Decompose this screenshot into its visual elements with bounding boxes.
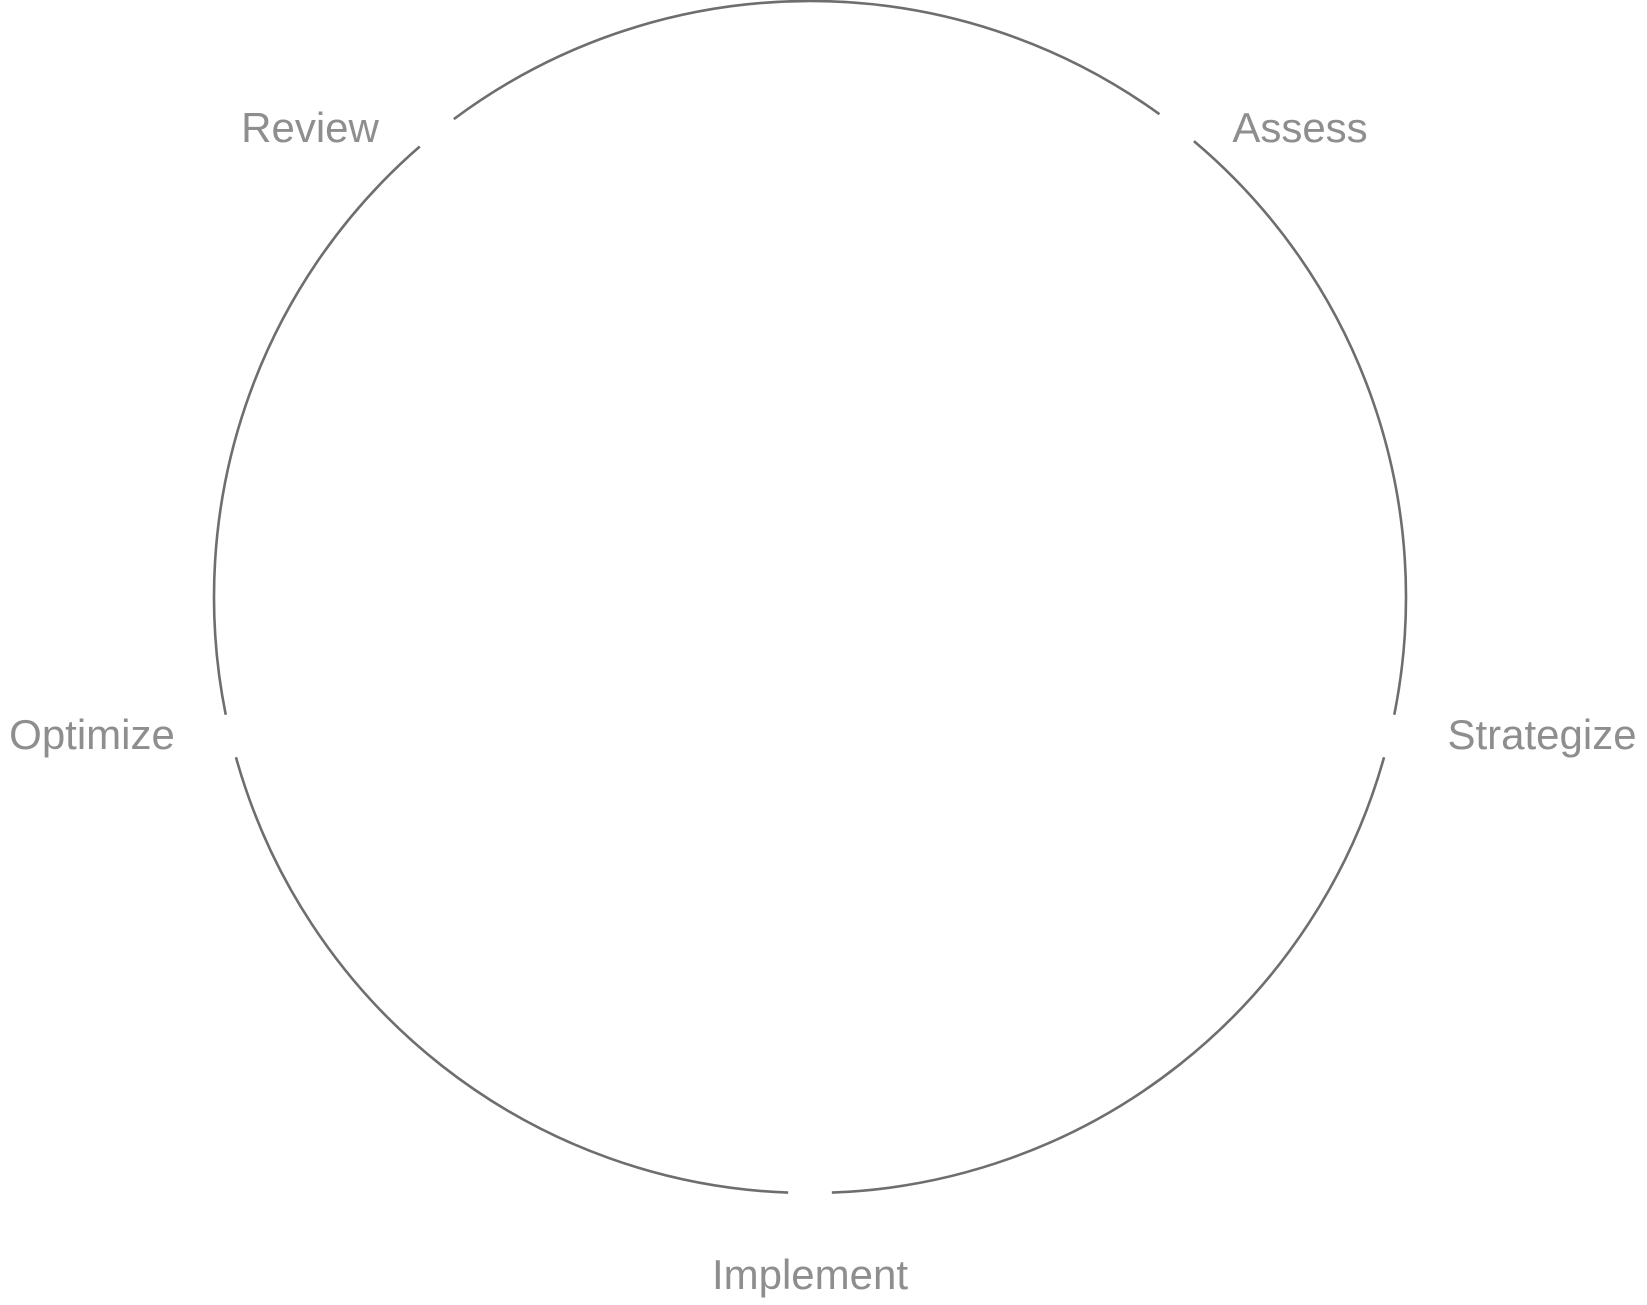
- stage-label-assess: Assess: [1232, 104, 1368, 151]
- arc-optimize-review: [212, 145, 421, 716]
- stage-label-optimize: Optimize: [9, 711, 175, 758]
- stage-label-implement: Implement: [711, 1251, 909, 1298]
- stage-label-strategize: Strategize: [1447, 711, 1637, 758]
- arc-strategize-implement: [831, 756, 1386, 1194]
- arc-assess-strategize: [1193, 140, 1408, 716]
- arc-review-assess: [453, 0, 1161, 121]
- stage-label-review: Review: [241, 104, 379, 151]
- arc-implement-optimize: [234, 756, 789, 1194]
